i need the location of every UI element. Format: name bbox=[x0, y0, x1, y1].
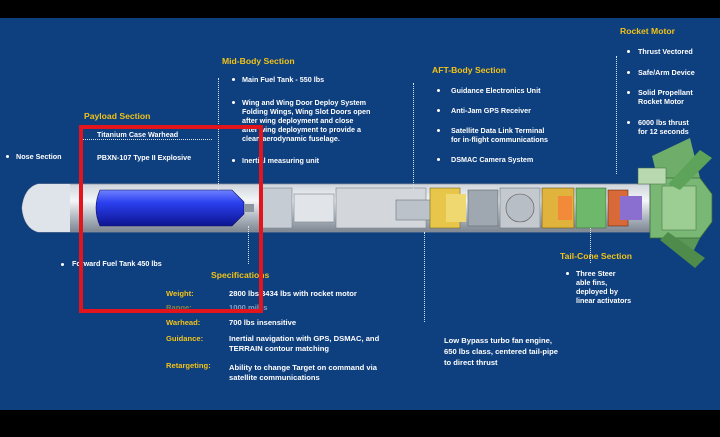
aft-electronics bbox=[575, 187, 607, 229]
aft-item: DSMAC Camera System bbox=[451, 155, 534, 164]
tail-cone-item: linear activators bbox=[576, 296, 632, 305]
payload-section-heading: Payload Section bbox=[84, 111, 151, 121]
missile-cutaway bbox=[21, 138, 713, 268]
rocket-motor-item: Solid Propellant bbox=[638, 88, 693, 97]
rocket-motor-item: 6000 lbs thrust bbox=[638, 118, 689, 127]
spec-value: Ability to change Target on command via bbox=[229, 363, 377, 372]
tail-cone-item: able fins, bbox=[576, 278, 608, 287]
wing-system-line: Folding Wings, Wing Slot Doors open bbox=[242, 107, 371, 116]
payload-item: PBXN-107 Type II Explosive bbox=[97, 153, 192, 162]
wing-system-line: clean aerodynamic fuselage. bbox=[242, 134, 340, 143]
rocket-motor-heading: Rocket Motor bbox=[620, 26, 675, 36]
aft-item: Anti-Jam GPS Receiver bbox=[451, 106, 531, 115]
engine-note-line: to direct thrust bbox=[444, 358, 498, 367]
spec-label: Weight: bbox=[166, 289, 194, 298]
spec-label: Retargeting: bbox=[166, 361, 211, 370]
aft-item: for in-flight communications bbox=[451, 135, 549, 144]
spec-value: satellite communications bbox=[229, 373, 320, 382]
tail-cone-item: Three Steer bbox=[576, 269, 616, 278]
diagram-panel: Payload Section Mid-Body Section AFT-Bod… bbox=[0, 18, 720, 410]
rocket-motor-item: for 12 seconds bbox=[638, 127, 689, 136]
spec-label: Range: bbox=[166, 303, 192, 312]
rocket-motor-item: Rocket Motor bbox=[638, 97, 684, 106]
wing-system-line: after wing deployment and close bbox=[242, 116, 354, 125]
spec-value: 700 lbs insensitive bbox=[229, 318, 297, 327]
spec-value: TERRAIN contour matching bbox=[229, 344, 329, 353]
specifications-heading: Specifications bbox=[211, 270, 270, 280]
aft-body-section-heading: AFT-Body Section bbox=[432, 65, 507, 75]
wing-system-line: after wing deployment to provide a bbox=[242, 125, 362, 134]
rocket-motor-item: Thrust Vectored bbox=[638, 47, 693, 56]
spec-value: 2800 lbs 3434 lbs with rocket motor bbox=[229, 289, 357, 298]
main-fuel-tank-label: Main Fuel Tank - 550 lbs bbox=[242, 75, 325, 84]
mid-body-section-heading: Mid-Body Section bbox=[222, 56, 295, 66]
forward-fuel-tank-label: Forward Fuel Tank 450 lbs bbox=[72, 259, 162, 268]
rocket-motor-item: Safe/Arm Device bbox=[638, 68, 695, 77]
tail-cone-section-heading: Tail-Cone Section bbox=[560, 251, 632, 261]
payload-item: Titanium Case Warhead bbox=[97, 130, 179, 139]
nose-cone bbox=[22, 184, 70, 232]
tail-cone-item: deployed by bbox=[576, 287, 618, 296]
spec-label: Guidance: bbox=[166, 334, 204, 343]
spec-value: 1000 miles bbox=[229, 303, 268, 312]
engine-note-line: Low Bypass turbo fan engine, bbox=[444, 336, 553, 345]
warhead-fuze bbox=[244, 204, 254, 212]
aft-item: Guidance Electronics Unit bbox=[451, 86, 541, 95]
inertial-unit-label: Inertial measuring unit bbox=[242, 156, 320, 165]
payload-highlight-box bbox=[79, 125, 263, 313]
nose-section-label: Nose Section bbox=[16, 152, 62, 161]
engine-note-line: 650 lbs class, centered tail-pipe bbox=[444, 347, 558, 356]
wing-system-line: Wing and Wing Door Deploy System bbox=[242, 98, 367, 107]
spec-label: Warhead: bbox=[166, 318, 201, 327]
aft-item: Satellite Data Link Terminal bbox=[451, 126, 545, 135]
spec-value: Inertial navigation with GPS, DSMAC, and bbox=[229, 334, 380, 343]
